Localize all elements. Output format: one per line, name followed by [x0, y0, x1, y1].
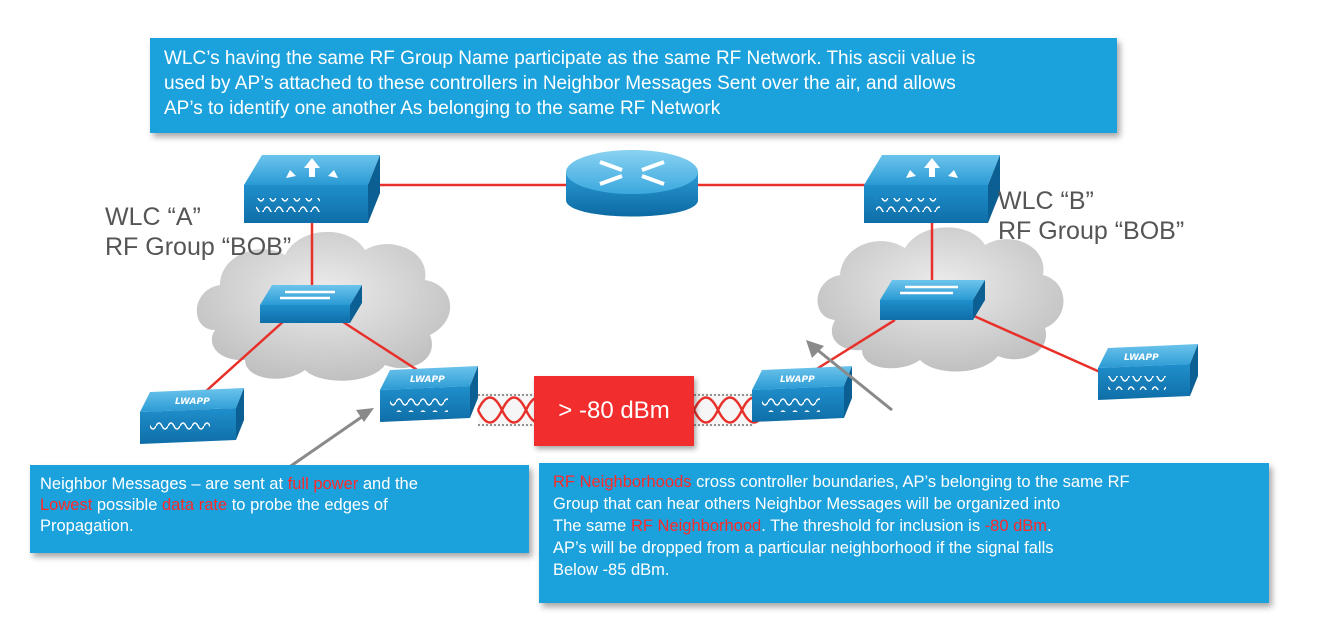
- access-point-1-icon: LWAPP: [140, 388, 244, 444]
- wlc-a-name: WLC “A”: [105, 203, 201, 231]
- threshold-box: > -80 dBm: [534, 376, 694, 446]
- rfn-neighborhood: RF Neighborhood: [630, 517, 762, 535]
- wlc-b-name: WLC “B”: [998, 187, 1094, 215]
- wireless-signal: [476, 393, 768, 427]
- wlc-b-label: WLC “B” RF Group “BOB”: [998, 186, 1184, 246]
- rf-group-line-3: AP’s to identify one another As belongin…: [164, 98, 721, 119]
- nm-text-7: to probe the edges of: [227, 496, 388, 514]
- rfn-text-2: cross controller boundaries, AP’s belong…: [691, 473, 1130, 491]
- rfn-text-6: . The threshold for inclusion is: [761, 517, 985, 535]
- rf-neighborhoods-callout: RF Neighborhoods cross controller bounda…: [539, 463, 1269, 603]
- rf-group-line-2: used by AP’s attached to these controlle…: [164, 73, 956, 94]
- rfn-text-4: The same: [553, 517, 631, 535]
- access-point-3-icon: LWAPP: [752, 366, 852, 422]
- nm-text-8: Propagation.: [40, 517, 134, 535]
- ap-2-label: LWAPP: [410, 375, 445, 385]
- access-point-4-icon: LWAPP: [1098, 344, 1198, 400]
- neighbor-messages-callout: Neighbor Messages – are sent at full pow…: [30, 465, 529, 553]
- nm-text-3: and the: [358, 475, 418, 493]
- rf-group-callout: WLC’s having the same RF Group Name part…: [150, 38, 1117, 133]
- network-links: [204, 183, 1101, 393]
- rfn-text-3: Group that can hear others Neighbor Mess…: [553, 495, 1061, 513]
- wlc-b-group: RF Group “BOB”: [998, 217, 1185, 245]
- arrow-left-icon: [284, 408, 374, 472]
- rfn-text-8: .: [1047, 517, 1052, 535]
- nm-text-5: possible: [92, 496, 162, 514]
- switch-right-icon: [880, 280, 985, 320]
- ap-3-label: LWAPP: [780, 375, 815, 385]
- wlc-a-controller-icon: [244, 155, 380, 223]
- rfn-text-9: AP’s will be dropped from a particular n…: [553, 539, 1054, 557]
- nm-lowest: Lowest: [40, 496, 93, 514]
- ap-4-label: LWAPP: [1124, 353, 1159, 363]
- arrow-right-icon: [806, 340, 893, 412]
- switch-left-icon: [260, 285, 362, 323]
- wlc-a-label: WLC “A” RF Group “BOB”: [105, 202, 291, 262]
- rf-group-line-1: WLC’s having the same RF Group Name part…: [164, 48, 976, 69]
- rfn-text-10: Below -85 dBm.: [553, 561, 670, 579]
- nm-full-power: full power: [287, 475, 359, 493]
- wlc-b-controller-icon: [864, 155, 1000, 223]
- rfn-title: RF Neighborhoods: [553, 473, 692, 491]
- ap-1-label: LWAPP: [175, 397, 210, 407]
- nm-data-rate: data rate: [162, 496, 228, 514]
- access-point-2-icon: LWAPP: [380, 366, 478, 422]
- nm-text-1: Neighbor Messages – are sent at: [40, 475, 288, 493]
- router-icon: [566, 150, 698, 217]
- rfn-threshold: -80 dBm: [984, 517, 1048, 535]
- wlc-a-group: RF Group “BOB”: [105, 233, 292, 261]
